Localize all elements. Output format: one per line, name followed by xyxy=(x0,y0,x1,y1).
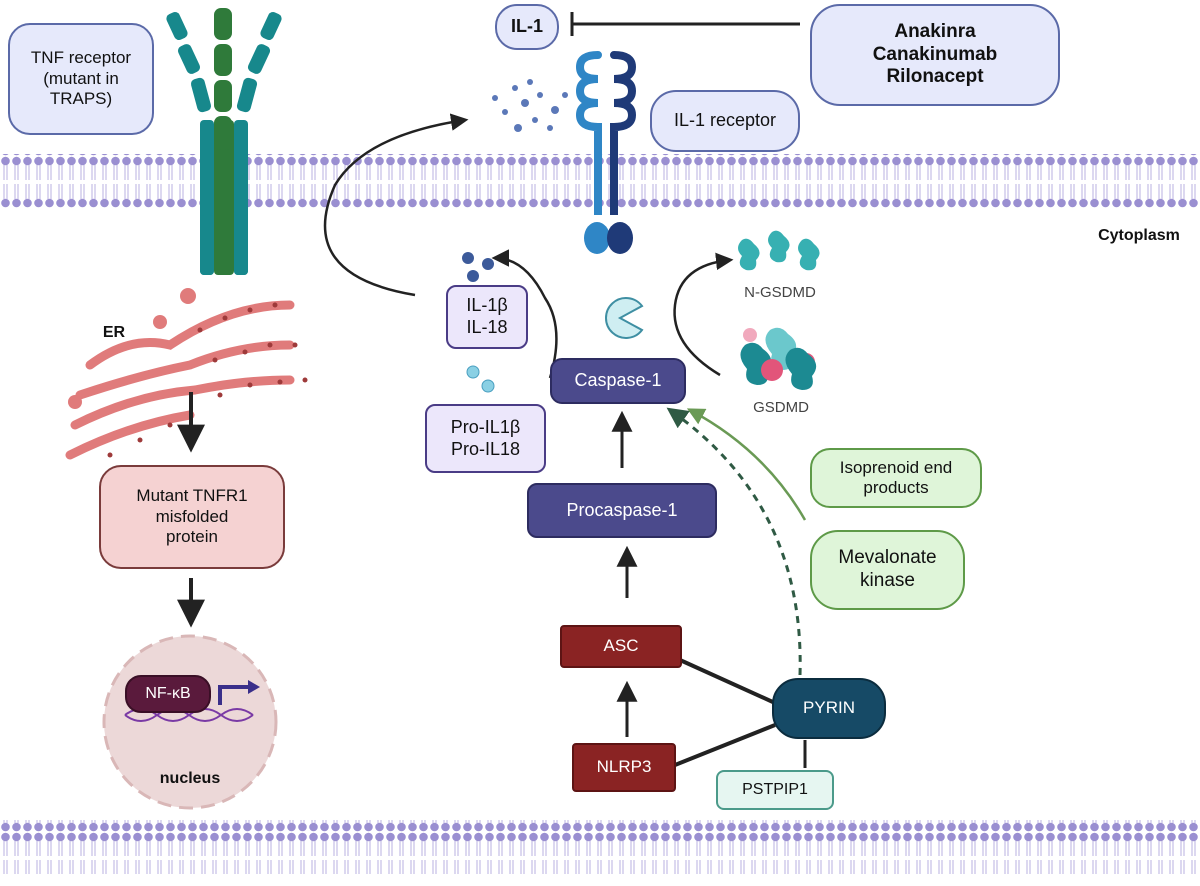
pro-il1b-il18-label: Pro-IL1β Pro-IL18 xyxy=(425,404,546,473)
pyrin-node: PYRIN xyxy=(772,678,886,739)
transcription-arrow-icon xyxy=(218,685,250,705)
caspase-active-icon xyxy=(605,297,644,339)
pstpip1-node: PSTPIP1 xyxy=(716,770,834,810)
nucleus-label: nucleus xyxy=(159,770,221,788)
procaspase1-node: Procaspase-1 xyxy=(527,483,717,538)
drugs-label: Anakinra Canakinumab Rilonacept xyxy=(810,4,1060,106)
caspase-to-il1b-arrow xyxy=(491,249,558,379)
caspase1-node: Caspase-1 xyxy=(550,358,686,404)
mutant-tnfr1-label: Mutant TNFR1 misfolded protein xyxy=(99,465,285,569)
er-label: ER xyxy=(102,324,126,342)
il1-particles-icon xyxy=(492,79,568,132)
pyrin-to-caspase-arrow xyxy=(666,407,802,676)
pro-il1b-icon xyxy=(466,365,495,393)
isoprenoid-label: Isoprenoid end products xyxy=(810,448,982,508)
er-ribosomes-icon xyxy=(107,302,308,458)
il1-label: IL-1 xyxy=(495,4,559,50)
n-gsdmd-label: N-GSDMD xyxy=(744,284,816,301)
cytoplasm-label: Cytoplasm xyxy=(1098,227,1180,245)
mevalonate-label: Mevalonate kinase xyxy=(810,530,965,610)
gsdmd-icon xyxy=(740,327,817,390)
il1b-mature-icon xyxy=(462,252,494,282)
il1b-il18-label: IL-1β IL-18 xyxy=(446,285,528,349)
nlrp3-node: NLRP3 xyxy=(572,743,676,792)
caspase-to-ngsdmd-arrow xyxy=(673,252,734,377)
nfkb-label: NF-κB xyxy=(125,675,211,713)
gsdmd-label: GSDMD xyxy=(753,399,809,416)
tnf-receptor-label: TNF receptor (mutant in TRAPS) xyxy=(8,23,154,135)
asc-pyrin-link xyxy=(679,658,776,705)
nlrp3-pyrin-link xyxy=(674,723,776,767)
mevalonate-to-caspase-arrow xyxy=(686,408,807,521)
il1-receptor-label: IL-1 receptor xyxy=(650,90,800,152)
cell-membrane-bottom xyxy=(0,820,1200,874)
er-icon xyxy=(65,288,295,460)
il1-receptor-icon xyxy=(575,51,637,254)
n-gsdmd-icon xyxy=(738,230,820,271)
asc-node: ASC xyxy=(560,625,682,668)
secretion-arrow xyxy=(323,113,469,297)
tnf-receptor-icon xyxy=(166,8,282,275)
